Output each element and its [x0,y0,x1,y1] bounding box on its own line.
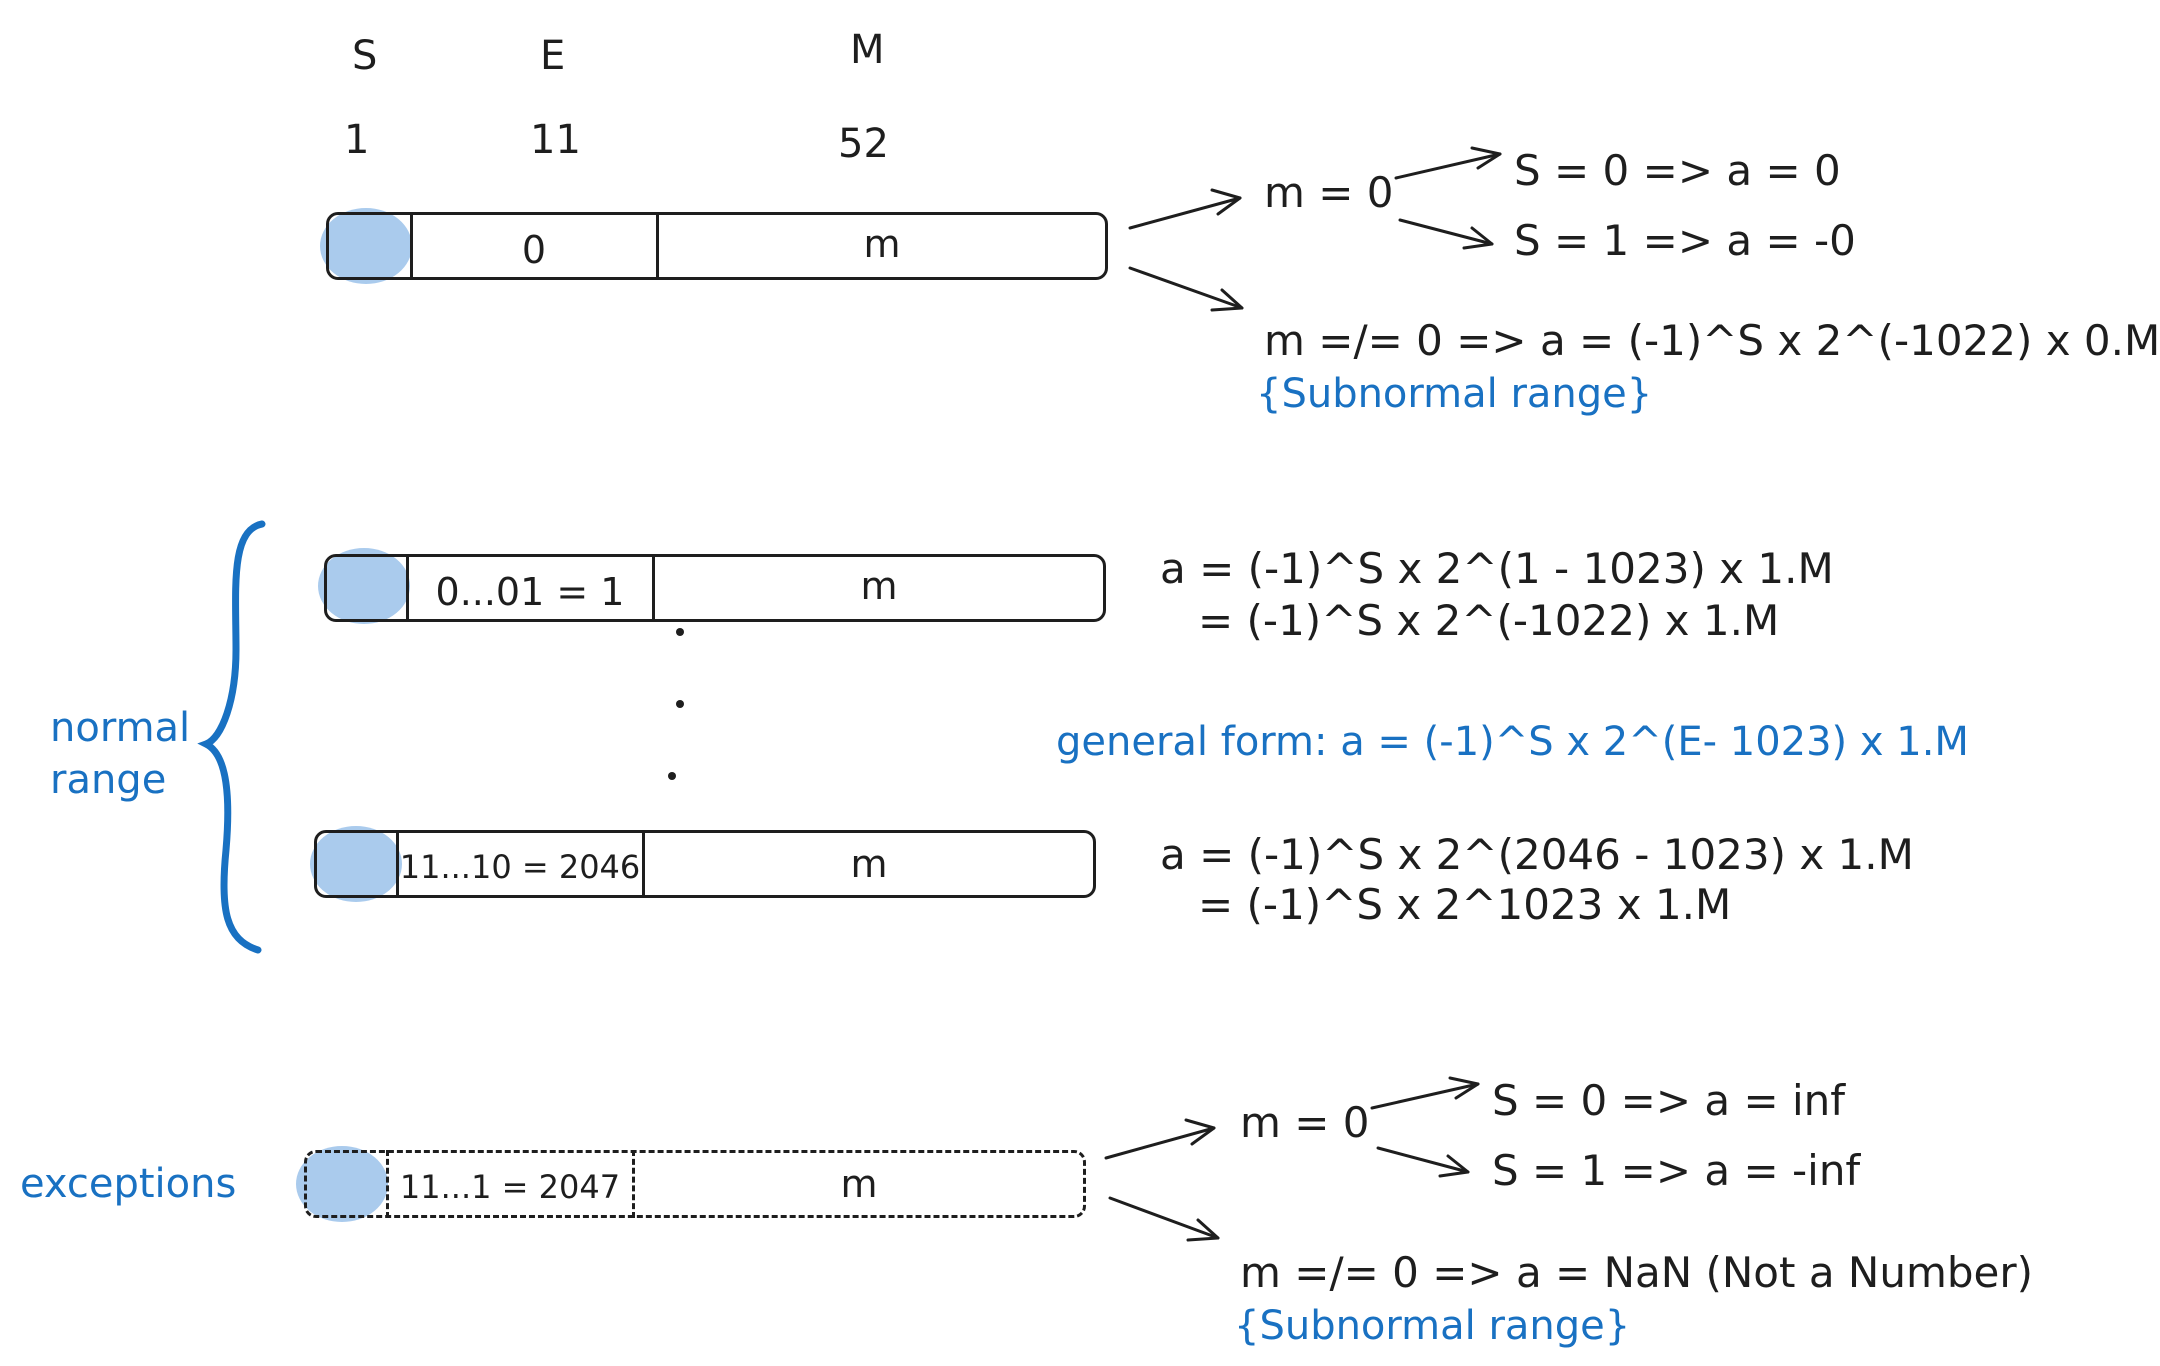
exponent-field-label: E [540,33,566,79]
case-sign-one: S = 1 => a = -0 [1514,216,1856,265]
arrow-to-exc-case-s0 [1370,1076,1480,1110]
case-sign-zero: S = 0 => a = 0 [1514,146,1841,195]
mantissa-value: m [863,222,901,266]
subnormal-range-note: {Subnormal range} [1256,371,1653,417]
continuation-dot [676,700,684,708]
exponent-value-all-ones: 11...1 = 2047 [399,1168,621,1206]
arrow-to-exc-m-zero [1104,1118,1216,1160]
divider-exp-mant [642,830,645,898]
normal-range-label-1: normal [50,705,191,751]
branch-m-nonzero: m =/= 0 => a = (-1)^S x 2^(-1022) x 0.M [1264,316,2160,365]
max-formula-line-1: a = (-1)^S x 2^(2046 - 1023) x 1.M [1160,830,1914,879]
divider-sign-exp [396,830,399,898]
exceptions-label: exceptions [20,1161,237,1207]
normal-range-brace [197,520,266,954]
continuation-dot [668,772,676,780]
general-form-formula: general form: a = (-1)^S x 2^(E- 1023) x… [1056,719,1969,765]
mantissa-value: m [840,1162,878,1206]
exponent-value-max: 11...10 = 2046 [399,848,641,886]
normal-range-label-2: range [50,757,167,803]
exponent-bit-count: 11 [530,117,581,163]
mantissa-value: m [860,564,898,608]
bit-layout-all-ones-exponent [304,1150,1086,1218]
exception-case-sign-zero: S = 0 => a = inf [1492,1076,1846,1125]
exponent-value-zero: 0 [521,228,547,272]
arrow-to-m-nonzero [1128,266,1244,312]
exception-subnormal-note: {Subnormal range} [1234,1303,1631,1349]
divider-exp-mant [632,1150,635,1218]
bit-layout-zero-exponent [326,212,1108,280]
mantissa-field-label: M [850,27,885,73]
divider-sign-exp [406,554,409,622]
mantissa-value: m [850,842,888,886]
min-formula-line-2: = (-1)^S x 2^(-1022) x 1.M [1198,596,1780,645]
exception-branch-m-zero: m = 0 [1240,1098,1370,1147]
max-formula-line-2: = (-1)^S x 2^1023 x 1.M [1198,880,1732,929]
exception-branch-m-nonzero: m =/= 0 => a = NaN (Not a Number) [1240,1248,2034,1297]
sign-field-label: S [352,33,378,79]
continuation-dot [676,628,684,636]
sign-bit-count: 1 [344,117,370,163]
bit-layout-min-exponent [324,554,1106,622]
arrow-to-m-zero [1128,188,1242,230]
exception-case-sign-one: S = 1 => a = -inf [1492,1146,1861,1195]
divider-exp-mant [652,554,655,622]
min-formula-line-1: a = (-1)^S x 2^(1 - 1023) x 1.M [1160,544,1834,593]
arrow-to-case-s1 [1398,218,1494,250]
branch-m-zero: m = 0 [1264,168,1394,217]
arrow-to-case-s0 [1394,146,1502,180]
divider-exp-mant [656,212,659,280]
arrow-to-exc-m-nonzero [1108,1196,1220,1242]
exponent-value-min: 0...01 = 1 [435,570,625,614]
divider-sign-exp [386,1150,389,1218]
mantissa-bit-count: 52 [838,121,889,167]
arrow-to-exc-case-s1 [1376,1146,1470,1178]
divider-sign-exp [410,212,413,280]
bit-layout-max-exponent [314,830,1096,898]
